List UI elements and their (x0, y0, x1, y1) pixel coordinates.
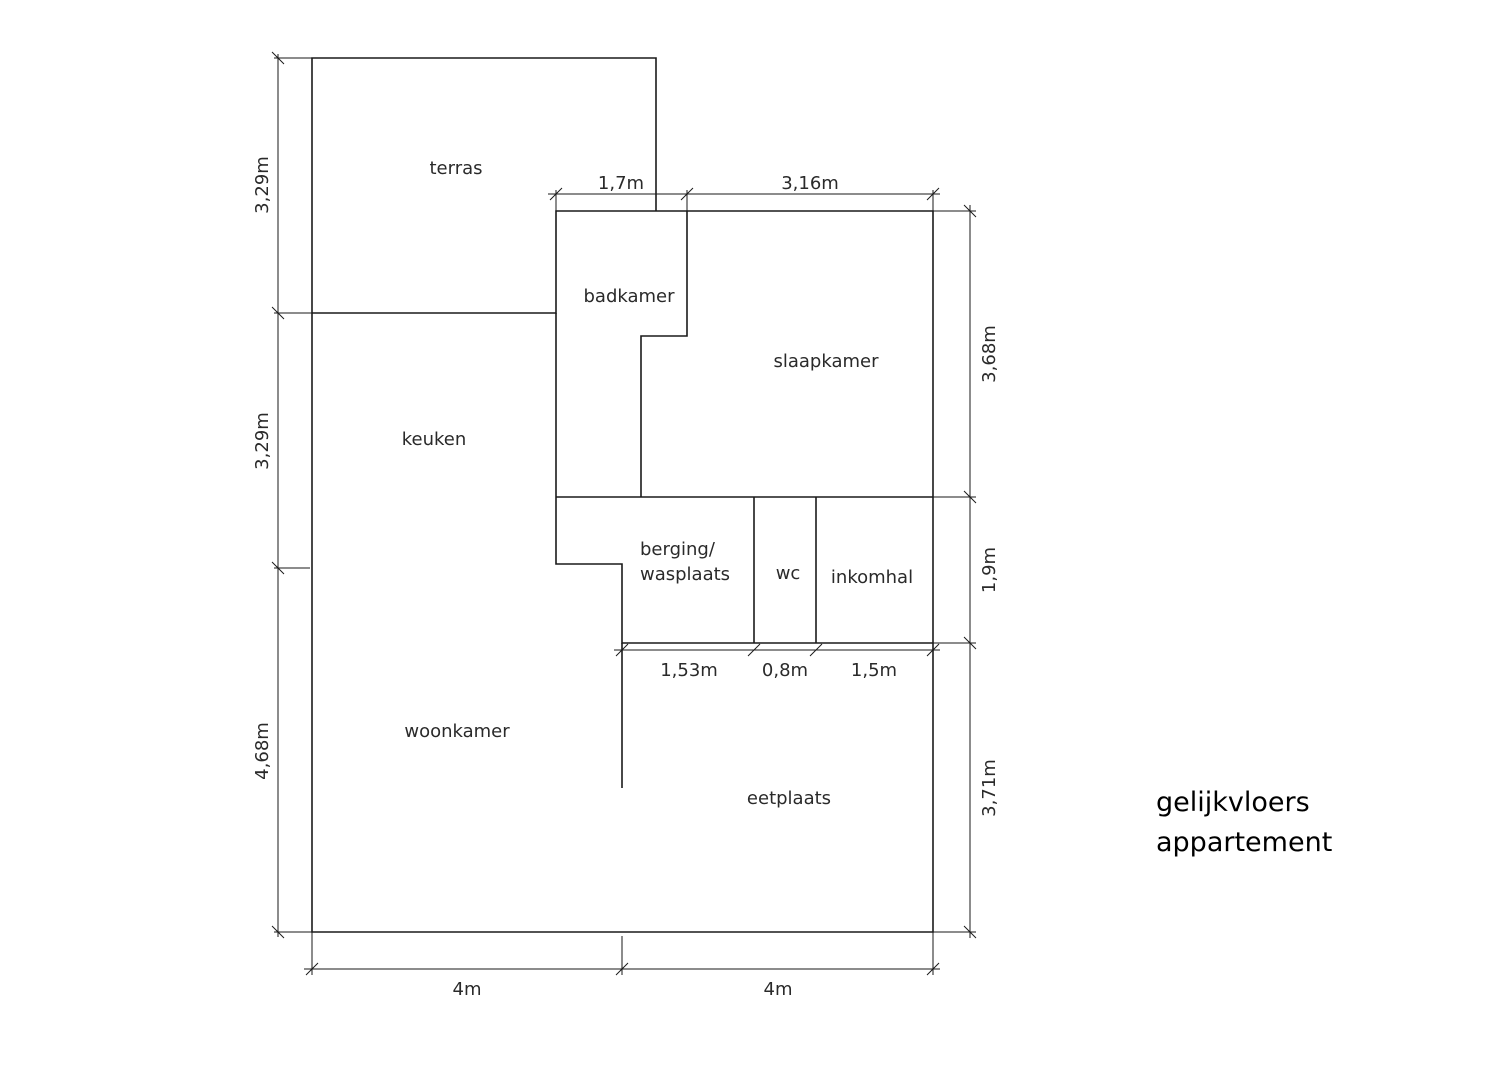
room-label-woonkamer: woonkamer (404, 721, 510, 742)
dim-mid-wc: 0,8m (762, 660, 808, 681)
room-label-wc: wc (776, 563, 801, 584)
dim-left-bottom: 4,68m (252, 722, 273, 780)
room-label-inkomhal: inkomhal (831, 567, 913, 588)
dim-bottom-right: 4m (764, 979, 793, 1000)
dimension-lines (271, 51, 977, 976)
dim-top-badkamer: 1,7m (598, 173, 644, 194)
dim-mid-berging: 1,53m (660, 660, 718, 681)
dim-right-bottom: 3,71m (979, 759, 1000, 817)
kitchen-core-wall (555, 313, 933, 644)
room-label-wasplaats: wasplaats (640, 564, 730, 585)
room-label-eetplaats: eetplaats (747, 788, 831, 809)
dim-right-middle: 1,9m (979, 547, 1000, 593)
dim-top-slaapkamer: 3,16m (781, 173, 839, 194)
caption-line-2: appartement (1156, 827, 1333, 858)
dimension-labels: 3,29m 3,29m 4,68m 1,7m 3,16m 3,68m 1,9m … (252, 156, 1000, 1000)
terras-walls (311, 57, 657, 313)
dim-left-middle: 3,29m (252, 412, 273, 470)
room-label-keuken: keuken (402, 429, 467, 450)
room-label-terras: terras (429, 158, 482, 179)
room-label-badkamer: badkamer (583, 286, 675, 307)
dim-left-top: 3,29m (252, 156, 273, 214)
caption-line-1: gelijkvloers (1156, 787, 1310, 818)
plan-caption: gelijkvloers appartement (1156, 783, 1332, 863)
dim-right-top: 3,68m (979, 325, 1000, 383)
dim-bottom-left: 4m (453, 979, 482, 1000)
room-labels: terras badkamer slaapkamer keuken bergin… (402, 158, 913, 809)
room-label-slaapkamer: slaapkamer (773, 351, 879, 372)
room-label-berging: berging/ (640, 539, 716, 560)
bathroom-wall (640, 211, 688, 497)
dim-mid-inkomhal: 1,5m (851, 660, 897, 681)
